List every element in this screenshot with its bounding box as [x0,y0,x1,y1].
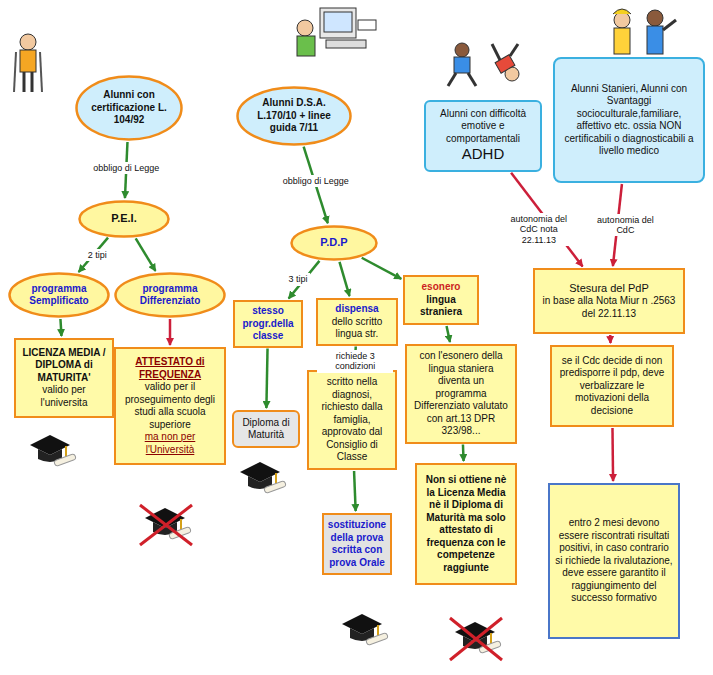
node-text: in base alla Nota Miur n .2563 del 22.11… [539,295,679,320]
node-text: ATTESTATO di FREQUENZA [120,356,220,381]
node-text: Alunni con certificazione L. 104/92 [89,89,169,127]
kids-standing [613,9,676,54]
text-box: Stesura del PdPin base alla Nota Miur n … [533,268,685,334]
text-box: Alunni con difficoltà emotive e comporta… [424,100,542,172]
text-box: esonerolingua straniera [403,275,479,325]
node-text: Non si ottiene nè la Licenza Media nè il… [421,474,511,574]
node-text: Alunni con difficoltà emotive e comporta… [430,108,536,146]
node-text: Alunni D.S.A. L.170/10 + linee guida 7/1… [250,97,338,135]
text-box: dispensadello scritto lingua str. [316,298,398,346]
text-box: sostituzione della prova scritta con pro… [322,513,392,575]
node-text: LICENZA MEDIA / DIPLOMA di MATURITA' [20,347,108,385]
connector-arrow [266,348,267,408]
text-box: con l'esonero della lingua staniera dive… [405,344,517,444]
node-text: Alunni Stanieri, Alunni con Svantaggi so… [560,83,698,158]
ellipse-node: Alunni D.S.A. L.170/10 + linee guida 7/1… [236,86,352,146]
edge-label: autonomia del CdC nota 22.11.13 [501,213,577,246]
node-text: esonero [422,281,461,294]
text-box: Non si ottiene nè la Licenza Media nè il… [415,463,517,585]
edge-label: 3 tipi [287,273,310,285]
connector-arrow [362,258,402,279]
ellipse-node: programma Differenziato [114,272,226,318]
node-text: sostituzione della prova scritta con pro… [327,519,387,569]
kids-playing [448,43,519,86]
connector-arrow [354,471,356,511]
text-box: scritto nella diagnosi, richiesto dalla … [307,370,397,470]
text-box: ATTESTATO di FREQUENZAvalido per il pros… [114,347,226,465]
node-text: valido per l'universita [20,384,108,409]
connector-arrow [611,428,614,481]
text-box: stesso progr.della classe [233,300,303,348]
node-text: lingua straniera [408,294,474,319]
connector-arrow [60,319,61,336]
ellipse-node: P.E.I. [78,200,170,238]
node-text: dispensa [335,303,378,316]
connector-arrow [609,335,612,343]
node-text: se il Cdc decide di non predisporre il p… [556,355,668,418]
kid-crutches [14,34,42,92]
edge-label: richiede 3 condizioni [317,350,393,373]
text-box: entro 2 mesi devono essere riscontrati r… [548,483,680,639]
connector-arrow [340,262,350,296]
node-text: ma non per l'Università [120,431,220,456]
graduation-cap [30,435,76,467]
node-text: stesso progr.della classe [238,305,298,343]
node-text: programma Semplificato [20,283,98,308]
edge-label: 2 tipi [86,249,109,261]
edge-label: autonomia del CdC [587,214,663,237]
graduation-cap [342,614,388,646]
text-box: Alunni Stanieri, Alunni con Svantaggi so… [553,57,705,183]
graduation-cap-crossed [140,505,192,545]
node-text: Stesura del PdP [569,282,649,296]
ellipse-node: Alunni con certificazione L. 104/92 [75,75,183,141]
text-box: LICENZA MEDIA / DIPLOMA di MATURITA'vali… [14,338,114,418]
node-text: P.D.P [320,236,347,250]
kid-computer [297,8,376,56]
node-text: Diploma di Maturità [237,417,295,442]
node-text: dello scritto lingua str. [321,316,393,341]
node-text: P.E.I. [111,212,136,226]
connector-arrow [462,444,465,461]
ellipse-node: P.D.P [290,225,378,261]
text-box: se il Cdc decide di non predisporre il p… [550,345,674,427]
node-text: programma Differenziato [126,283,214,308]
graduation-cap [240,462,286,494]
node-text: con l'esonero della lingua staniera dive… [411,350,511,438]
node-text: valido per il proseguimento degli studi … [120,381,220,431]
graduation-cap-crossed [450,618,502,660]
ellipse-node: programma Semplificato [8,272,110,318]
connector-arrow [136,238,156,271]
text-box: Diploma di Maturità [232,410,300,448]
connector-arrow [447,326,450,342]
connector-arrow [169,319,172,345]
node-text: ADHD [462,145,505,164]
edge-label: obbligo di Legge [91,162,161,174]
node-text: entro 2 mesi devono essere riscontrati r… [555,517,673,605]
connector-arrow [79,238,108,272]
node-text: scritto nella diagnosi, richiesto dalla … [313,376,391,464]
edge-label: obbligo di Legge [281,175,351,187]
